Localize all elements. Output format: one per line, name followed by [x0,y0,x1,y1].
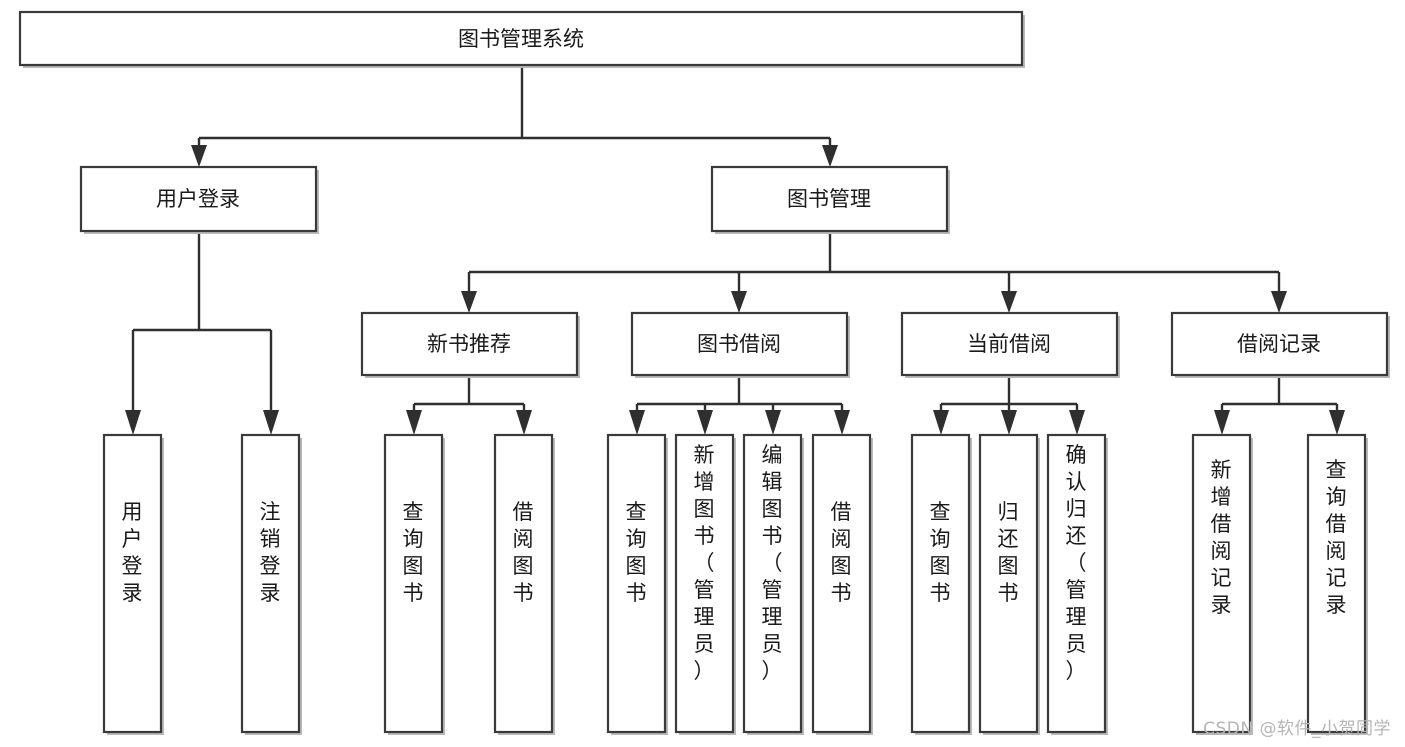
arrowhead-borrow-record [1271,291,1287,313]
node-leaf-confirm-return[interactable]: 确认归还（管理员） [1046,433,1108,735]
node-leaf-query-book-1[interactable]: 查询图书 [383,433,445,735]
node-leaf-query-book-2[interactable]: 查询图书 [606,433,668,735]
arrowhead-leaf-confirm-return [1069,410,1085,435]
arrowhead-leaf-query-record [1329,410,1345,435]
node-leaf-logout-login[interactable]: 注销登录 [240,433,302,735]
node-leaf-query-record-label: 查询借阅记录 [1326,458,1347,617]
node-current-borrow-label: 当前借阅 [967,332,1051,356]
node-leaf-borrow-book-2[interactable]: 借阅图书 [811,433,873,735]
node-leaf-add-record[interactable]: 新增借阅记录 [1191,433,1253,735]
node-root[interactable]: 图书管理系统 [18,10,1025,68]
node-root-label: 图书管理系统 [458,27,584,51]
arrowhead-leaf-logout-login [263,410,279,435]
edge-layer [125,68,1345,435]
arrowhead-leaf-add-record [1214,410,1230,435]
node-leaf-return-book[interactable]: 归还图书 [978,433,1040,735]
node-leaf-user-login[interactable]: 用户登录 [102,433,164,735]
arrowhead-leaf-edit-book [765,410,781,435]
node-book-borrow[interactable]: 图书借阅 [630,311,850,378]
node-leaf-add-book[interactable]: 新增图书（管理员） [674,433,736,735]
node-leaf-logout-login-label: 注销登录 [260,500,281,605]
arrowhead-leaf-borrow-book-1 [516,410,532,435]
node-book-manage[interactable]: 图书管理 [710,165,950,234]
node-leaf-query-book-2-label: 查询图书 [626,500,647,605]
node-borrow-record-label: 借阅记录 [1237,332,1321,356]
node-user-login[interactable]: 用户登录 [79,165,319,234]
node-leaf-add-record-label: 新增借阅记录 [1211,458,1232,617]
node-book-borrow-label: 图书借阅 [697,332,781,356]
node-leaf-user-login-label: 用户登录 [122,500,143,605]
arrowhead-new-book-recommend [461,291,477,313]
node-leaf-query-book-3-label: 查询图书 [930,500,951,605]
node-leaf-query-book-1-label: 查询图书 [403,500,424,605]
node-leaf-add-book-label: 新增图书（管理员） [694,443,715,683]
node-leaf-borrow-book-1-label: 借阅图书 [513,500,534,605]
node-borrow-record[interactable]: 借阅记录 [1170,311,1390,378]
arrowhead-leaf-borrow-book-2 [834,410,850,435]
arrowhead-leaf-query-book-3 [933,410,949,435]
node-leaf-borrow-book-1[interactable]: 借阅图书 [493,433,555,735]
arrowhead-leaf-return-book [1001,410,1017,435]
node-leaf-return-book-label: 归还图书 [998,500,1019,605]
arrowhead-leaf-add-book [697,410,713,435]
node-leaf-confirm-return-label: 确认归还（管理员） [1066,443,1087,683]
node-leaf-borrow-book-2-label: 借阅图书 [831,500,852,605]
node-new-book-recommend[interactable]: 新书推荐 [360,311,580,378]
arrowhead-leaf-query-book-2 [629,410,645,435]
node-leaf-query-record[interactable]: 查询借阅记录 [1306,433,1368,735]
arrowhead-user-login [191,145,207,167]
node-user-login-label: 用户登录 [156,187,240,211]
node-current-borrow[interactable]: 当前借阅 [900,311,1120,378]
arrowhead-leaf-user-login [125,410,141,435]
node-leaf-edit-book[interactable]: 编辑图书（管理员） [742,433,804,735]
arrowhead-book-manage [822,145,838,167]
node-book-manage-label: 图书管理 [787,187,871,211]
node-leaf-edit-book-label: 编辑图书（管理员） [762,443,783,683]
arrowhead-book-borrow [731,291,747,313]
arrowhead-current-borrow [1001,291,1017,313]
node-leaf-query-book-3[interactable]: 查询图书 [910,433,972,735]
arrowhead-leaf-query-book-1 [406,410,422,435]
node-new-book-recommend-label: 新书推荐 [427,332,511,356]
